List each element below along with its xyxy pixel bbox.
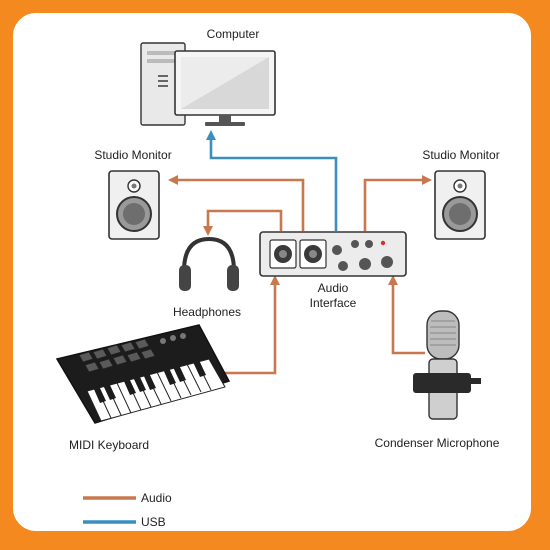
headphones-label: Headphones (173, 305, 241, 319)
headphones-icon (179, 236, 239, 291)
legend-audio-label: Audio (141, 491, 172, 505)
computer-icon (140, 42, 276, 126)
legend: Audio USB (83, 491, 172, 529)
diagram-frame: Computer Studio Monitor Studio Monitor H… (10, 10, 534, 534)
audio-line-headphones (203, 209, 283, 236)
usb-line-computer (206, 130, 338, 231)
audio-interface-label-line2: Interface (310, 296, 357, 310)
studio-monitor-right-icon (434, 170, 486, 240)
audio-interface-label-line1: Audio (318, 281, 349, 295)
audio-line-midi (225, 275, 280, 375)
studio-monitor-left-icon (108, 170, 160, 240)
audio-line-microphone (388, 275, 425, 355)
legend-usb-label: USB (141, 515, 166, 529)
condenser-microphone-icon (413, 310, 481, 420)
studio-monitor-left-label: Studio Monitor (94, 148, 171, 162)
condenser-microphone-label: Condenser Microphone (375, 436, 500, 450)
midi-keyboard-icon (55, 324, 231, 424)
studio-monitor-right-label: Studio Monitor (422, 148, 499, 162)
audio-interface-icon (259, 231, 407, 277)
midi-keyboard-label: MIDI Keyboard (69, 438, 149, 452)
computer-label: Computer (207, 27, 260, 41)
audio-line-right-monitor (363, 175, 432, 231)
audio-line-left-monitor (168, 175, 305, 231)
setup-diagram: Computer Studio Monitor Studio Monitor H… (55, 27, 500, 529)
